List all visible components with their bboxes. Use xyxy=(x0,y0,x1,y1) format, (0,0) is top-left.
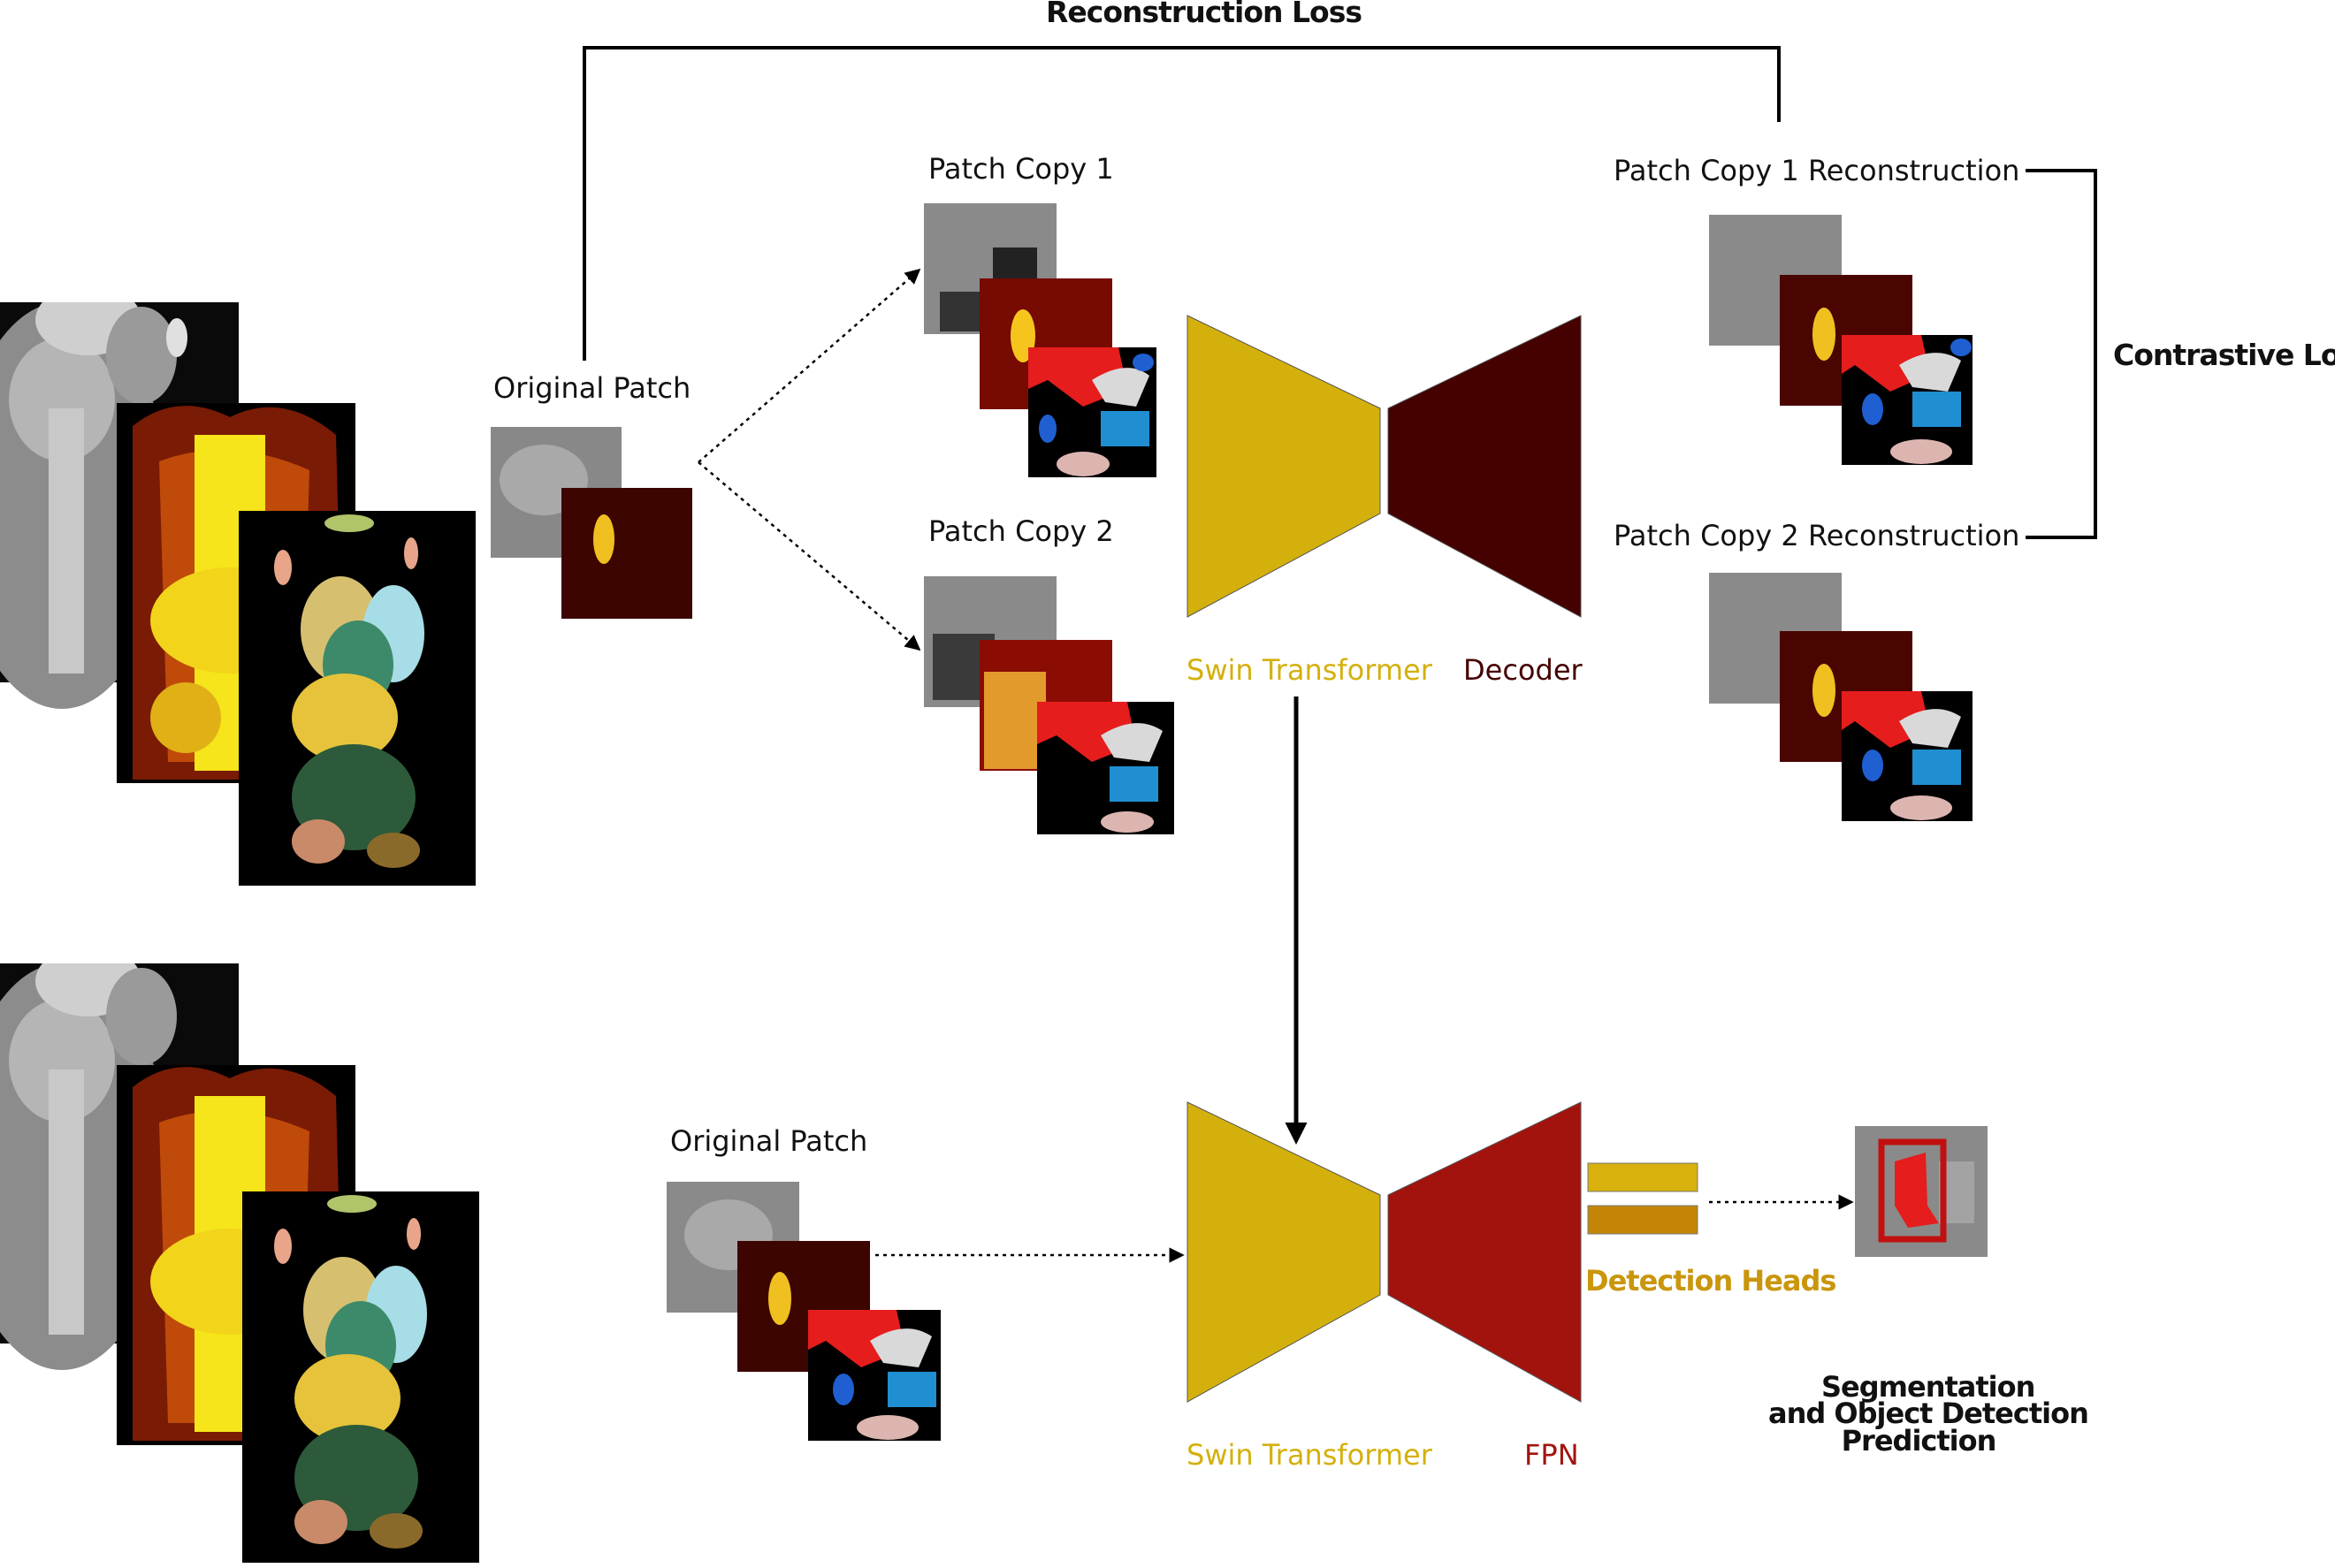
patch-copy-2-reconstruction-label: Patch Copy 2 Reconstruction xyxy=(1614,519,2020,552)
original-patch-top-stack xyxy=(491,427,694,623)
patch-stack-icon xyxy=(667,1182,941,1441)
arrow-to-patch-copy-2 xyxy=(698,461,921,651)
body-scan-stack-icon xyxy=(0,285,476,886)
swin-transformer-encoder-top xyxy=(1187,315,1381,618)
original-patch-bottom-stack xyxy=(667,1182,942,1446)
patch-stack-icon xyxy=(1709,215,1973,465)
arrow-to-patch-copy-1 xyxy=(698,268,921,463)
contrastive-loss-bracket xyxy=(2026,169,2097,539)
swin-transformer-bottom-label: Swin Transformer xyxy=(1187,1438,1432,1472)
patch-copy-1-stack xyxy=(924,203,1158,483)
prediction-output-image xyxy=(1855,1126,1988,1260)
patch-copy-2-reconstruction-stack xyxy=(1709,573,1974,828)
contrastive-loss-label: Contrastive Loss xyxy=(2113,338,2335,372)
fpn-label: FPN xyxy=(1524,1438,1579,1472)
bounding-box-prediction-icon xyxy=(1855,1126,1988,1257)
reconstruction-loss-label: Reconstruction Loss xyxy=(1046,0,1362,29)
swin-transformer-top-label: Swin Transformer xyxy=(1187,653,1432,687)
prediction-label-line-2: and Object Detection xyxy=(1768,1397,2089,1430)
original-patch-top-label: Original Patch xyxy=(493,371,691,405)
patch-stack-icon xyxy=(924,203,1156,477)
body-scan-stack-icon xyxy=(0,946,479,1563)
patch-stack-icon xyxy=(1709,573,1973,821)
whole-body-volume-top xyxy=(0,285,477,889)
prediction-label-line-3: Prediction xyxy=(1841,1424,1997,1458)
swin-transformer-encoder-bottom xyxy=(1187,1101,1381,1403)
original-patch-bottom-label: Original Patch xyxy=(670,1124,868,1158)
patch-copy-1-reconstruction-label: Patch Copy 1 Reconstruction xyxy=(1614,154,2020,187)
fpn-shape xyxy=(1387,1101,1582,1403)
patch-copy-1-reconstruction-stack xyxy=(1709,215,1974,470)
whole-body-volume-bottom xyxy=(0,946,481,1568)
detection-head-bar-2 xyxy=(1587,1205,1698,1235)
patch-copy-2-label: Patch Copy 2 xyxy=(928,514,1114,548)
patch-copy-1-label: Patch Copy 1 xyxy=(928,152,1114,186)
prediction-label-line-1: Segmentation xyxy=(1821,1370,2035,1404)
decoder-label: Decoder xyxy=(1463,653,1583,687)
patch-stack-icon xyxy=(491,427,692,619)
decoder-shape xyxy=(1387,315,1582,618)
patch-copy-2-stack xyxy=(924,576,1176,841)
detection-head-bar-1 xyxy=(1587,1162,1698,1192)
reconstruction-loss-bracket xyxy=(583,46,1781,361)
detection-heads-label: Detection Heads xyxy=(1585,1264,1836,1298)
patch-stack-icon xyxy=(924,576,1174,834)
